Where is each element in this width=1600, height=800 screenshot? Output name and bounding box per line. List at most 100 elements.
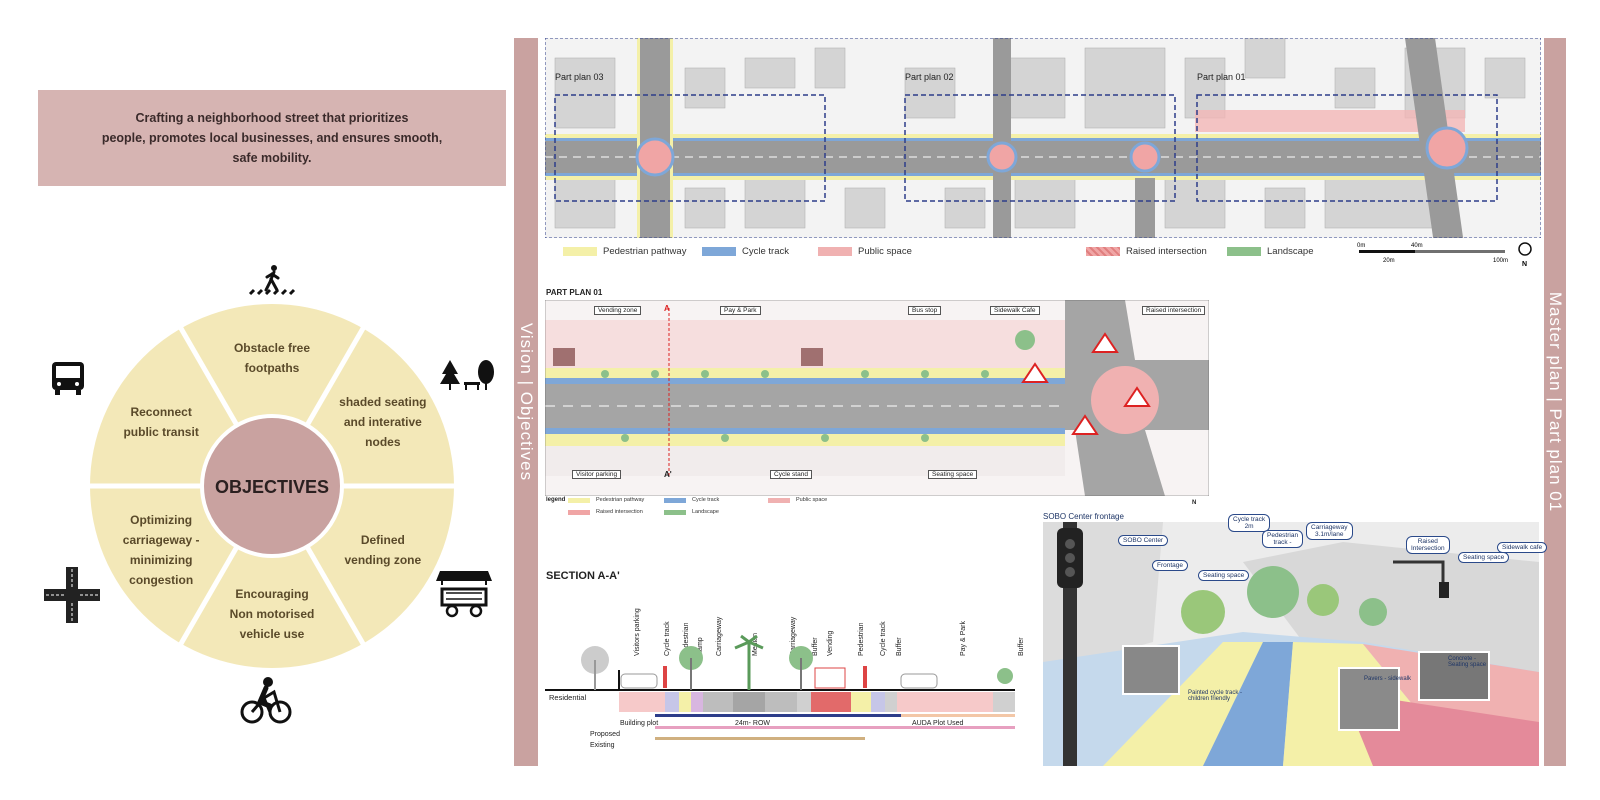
vision-text: Crafting a neighborhood street that prio… xyxy=(92,108,452,168)
master-plan-map: Part plan 03 Part plan 02 Part plan 01 xyxy=(545,38,1541,238)
objective-segment-line: Obstacle free xyxy=(234,341,310,355)
perspective-trees xyxy=(1181,566,1387,634)
legend-label: Public space xyxy=(796,497,828,503)
scale-0: 0m xyxy=(1357,243,1365,249)
objective-segment-line: nodes xyxy=(365,435,401,449)
section-strips xyxy=(619,692,1015,712)
street-cross-icon xyxy=(44,567,100,623)
callout-sidewalk-cafe: Sidewalk cafe xyxy=(1497,542,1548,553)
section-cars xyxy=(620,666,938,689)
scale-40: 40m xyxy=(1411,243,1423,249)
section-marker-a-prime: A' xyxy=(664,470,672,479)
part-plan-label-01: Part plan 01 xyxy=(1197,72,1246,82)
legend-swatch xyxy=(768,497,790,503)
objectives-center xyxy=(200,414,344,558)
vending-cart-icon xyxy=(436,571,492,618)
perspective-illustration xyxy=(1043,522,1539,766)
objective-segment-line: public transit xyxy=(123,425,198,439)
legend-label: Landscape xyxy=(1267,246,1314,257)
callout-carriageway: Carriageway 3.1m/lane xyxy=(1306,522,1353,540)
objective-segment-line: Encouraging xyxy=(235,587,308,601)
part-legend-raised: Raised intersection xyxy=(568,509,643,515)
objectives-divider xyxy=(304,325,367,427)
objective-segment-line: vending zone xyxy=(345,553,422,567)
objective-segment-line: carriageway - xyxy=(123,533,200,547)
note-pavers-sidewalk: Pavers - sidewalk xyxy=(1364,676,1412,682)
callout-seating-space-2: Seating space xyxy=(1458,552,1510,563)
tag-visitor-parking: Visitor parking xyxy=(572,470,622,479)
part-legend-cycle: Cycle track xyxy=(664,497,719,503)
right-band xyxy=(1544,38,1566,766)
vision-line-1: Crafting a neighborhood street that prio… xyxy=(135,111,409,125)
tag-raised-intersection: Raised intersection xyxy=(1142,306,1206,315)
cyclist-icon xyxy=(240,677,292,724)
part-legend-landscape: Landscape xyxy=(664,509,719,515)
tag-seating-space: Seating space xyxy=(928,470,978,479)
raised-intersection-signs xyxy=(1021,332,1151,435)
section-title: SECTION A-A' xyxy=(546,570,620,582)
trees-bench-icon xyxy=(440,360,494,390)
section-drawing xyxy=(545,634,1015,740)
objective-segment-line: Reconnect xyxy=(130,405,191,419)
section-row: 24m- ROW xyxy=(735,720,770,727)
master-legend-pedestrian: Pedestrian pathway xyxy=(563,246,686,257)
photo-inset-1 xyxy=(1122,645,1180,695)
left-band-label: Vision | Objectives xyxy=(517,322,536,482)
part-plan-03-frame xyxy=(554,94,826,202)
tag-sidewalk-cafe: Sidewalk Cafe xyxy=(990,306,1040,315)
right-band-label: Master plan | Part plan 01 xyxy=(1546,291,1565,513)
left-band xyxy=(514,38,538,766)
master-plan-buildings xyxy=(554,38,1526,229)
part-legend-pedestrian: Pedestrian pathway xyxy=(568,497,644,503)
tag-pay-park: Pay & Park xyxy=(720,306,761,315)
section-auda: AUDA Plot Used xyxy=(912,720,964,727)
north-label: N xyxy=(1522,261,1527,268)
objectives-divider xyxy=(304,545,367,647)
objective-segment-label: Reconnect public transit xyxy=(123,405,198,439)
part-plan-title: PART PLAN 01 xyxy=(546,288,603,297)
note-painted-cycle-track: Painted cycle track - children friendly xyxy=(1188,690,1243,702)
callout-seating-space-1: Seating space xyxy=(1198,570,1250,581)
section-existing: Existing xyxy=(590,742,615,749)
legend-label: Pedestrian pathway xyxy=(603,246,687,257)
vision-statement: Crafting a neighborhood street that prio… xyxy=(38,90,506,186)
part-north-label: N xyxy=(1192,500,1197,506)
section-residential: Residential xyxy=(549,693,587,702)
bus-icon xyxy=(52,362,84,395)
part-plan-label-02: Part plan 02 xyxy=(905,72,954,82)
legend-label: Cycle track xyxy=(742,246,789,257)
section-marker-a: A xyxy=(664,304,670,313)
tag-vending-zone: Vending zone xyxy=(594,306,642,315)
objectives-center-label: OBJECTIVES xyxy=(215,477,329,497)
tag-cycle-stand: Cycle stand xyxy=(770,470,812,479)
callout-frontage: Frontage xyxy=(1152,560,1189,571)
section-trees xyxy=(581,634,1013,690)
callout-sobo-center: SOBO Center xyxy=(1118,535,1169,546)
tag-bus-stop: Bus stop xyxy=(908,306,942,315)
legend-swatch xyxy=(702,247,736,256)
objectives-divider xyxy=(177,325,240,427)
scale-20: 20m xyxy=(1383,258,1395,264)
callout-raised-intersection: Raised Intersection xyxy=(1406,536,1450,554)
objective-segment-line: minimizing xyxy=(130,553,193,567)
legend-swatch xyxy=(563,247,597,256)
legend-label: Raised intersection xyxy=(596,509,643,515)
objective-segment-line: vehicle use xyxy=(240,627,305,641)
part-plan-02-frame xyxy=(904,94,1176,202)
legend-swatch xyxy=(664,509,686,515)
vision-line-3: safe mobility. xyxy=(232,151,312,165)
master-legend-raised: Raised intersection xyxy=(1086,246,1207,257)
scale-100: 100m xyxy=(1493,258,1508,264)
legend-label: Cycle track xyxy=(692,497,720,503)
note-concrete-seating: Concrete - Seating space xyxy=(1448,656,1487,668)
part-plan-01-frame xyxy=(1196,94,1498,202)
pedestrian-crossing-icon xyxy=(248,265,296,296)
north-arrow-icon xyxy=(1518,242,1532,256)
legend-label: Landscape xyxy=(692,509,719,515)
part-plan-label-03: Part plan 03 xyxy=(555,72,604,82)
